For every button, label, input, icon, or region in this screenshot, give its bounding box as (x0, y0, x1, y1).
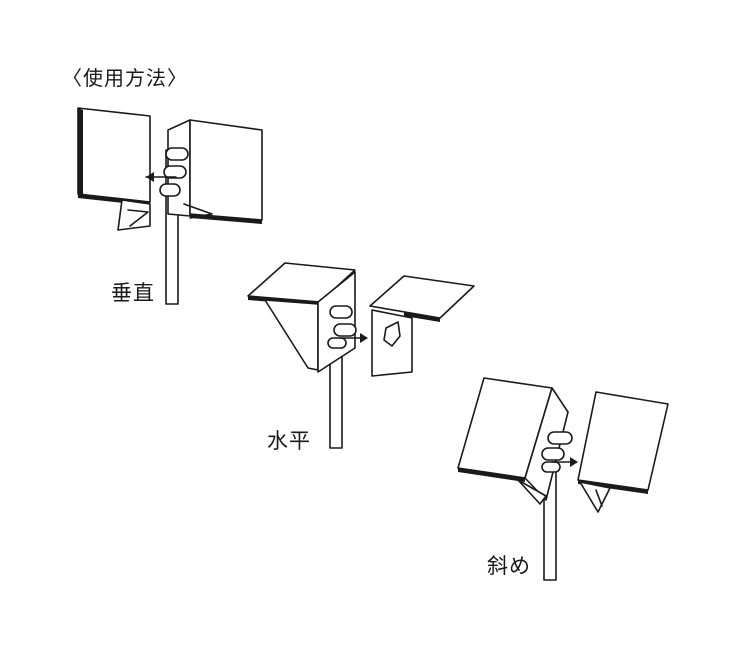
horizontal-right-bracket-plate (371, 309, 413, 377)
label-vertical: 垂直 (111, 281, 155, 305)
diagonal-mount-illustration (457, 377, 669, 581)
label-horizontal: 水平 (267, 429, 311, 453)
page-title: 〈使用方法〉 (62, 66, 188, 90)
horizontal-left-bracket (264, 299, 319, 371)
horizontal-bolts (327, 305, 357, 349)
diagonal-bolts (541, 431, 573, 473)
vertical-mount-illustration (77, 107, 263, 305)
horizontal-left-bracket-plate (317, 271, 356, 373)
vertical-left-panel (77, 107, 151, 203)
diagonal-right-bracket (579, 481, 611, 513)
diagonal-right-panel (577, 391, 669, 491)
vertical-right-panel (189, 119, 263, 221)
diagonal-left-bracket (524, 387, 569, 501)
vertical-bolts (159, 147, 189, 197)
vertical-left-bracket (117, 199, 151, 231)
horizontal-mount-illustration (247, 262, 475, 449)
label-diagonal: 斜め (487, 554, 531, 578)
horizontal-right-panel (369, 275, 475, 319)
